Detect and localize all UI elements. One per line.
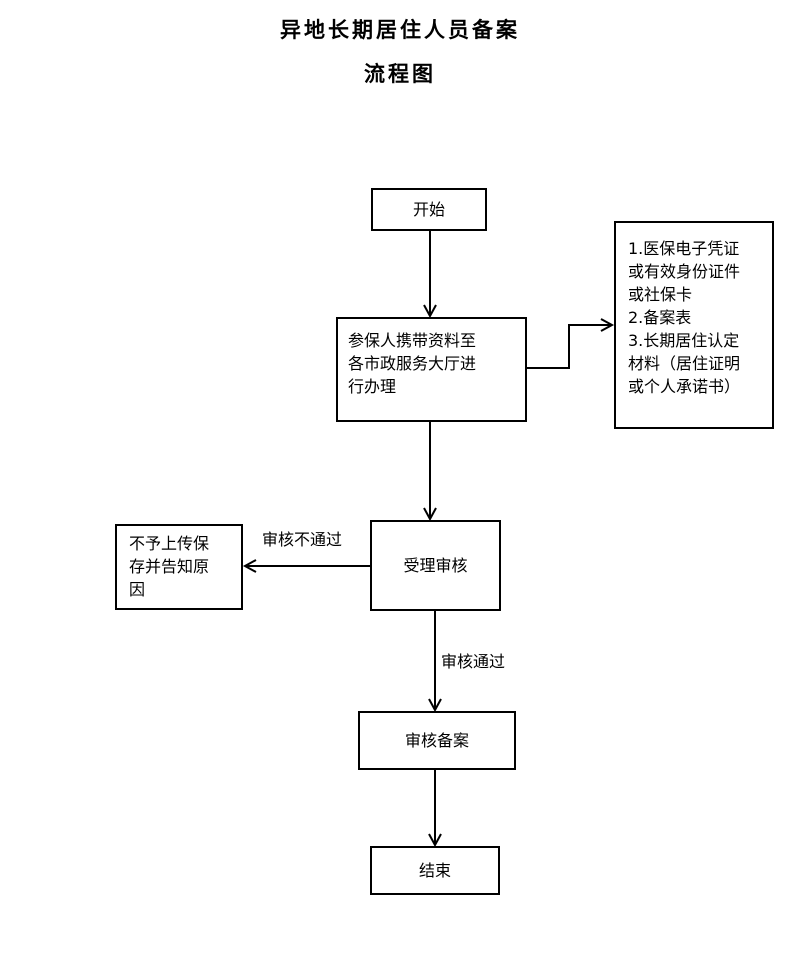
submit-materials-label: 参保人携带资料至 各市政服务大厅进 行办理 xyxy=(348,331,477,396)
start-node-label: 开始 xyxy=(412,200,445,219)
arrow-submit-to-materials xyxy=(527,318,615,369)
record-node-label: 审核备案 xyxy=(404,731,469,750)
required-materials-label: 1.医保电子凭证 或有效身份证件 或社保卡 2.备案表 3.长期居住认定 材料（… xyxy=(628,239,741,396)
diagram-title: 异地长期居住人员备案 xyxy=(280,17,520,42)
end-node: 结束 xyxy=(370,846,500,895)
diagram-subtitle: 流程图 xyxy=(364,61,436,86)
review-node: 受理审核 xyxy=(370,520,501,611)
record-node: 审核备案 xyxy=(358,711,516,770)
review-pass-label: 审核通过 xyxy=(441,652,506,671)
start-node: 开始 xyxy=(371,188,487,231)
required-materials-node: 1.医保电子凭证 或有效身份证件 或社保卡 2.备案表 3.长期居住认定 材料（… xyxy=(614,221,774,429)
reject-node-label: 不予上传保 存并告知原 因 xyxy=(129,534,210,599)
review-node-label: 受理审核 xyxy=(403,556,468,575)
review-fail-label: 审核不通过 xyxy=(262,530,343,549)
submit-materials-node: 参保人携带资料至 各市政服务大厅进 行办理 xyxy=(336,317,527,422)
end-node-label: 结束 xyxy=(418,861,451,880)
reject-node: 不予上传保 存并告知原 因 xyxy=(115,524,243,610)
